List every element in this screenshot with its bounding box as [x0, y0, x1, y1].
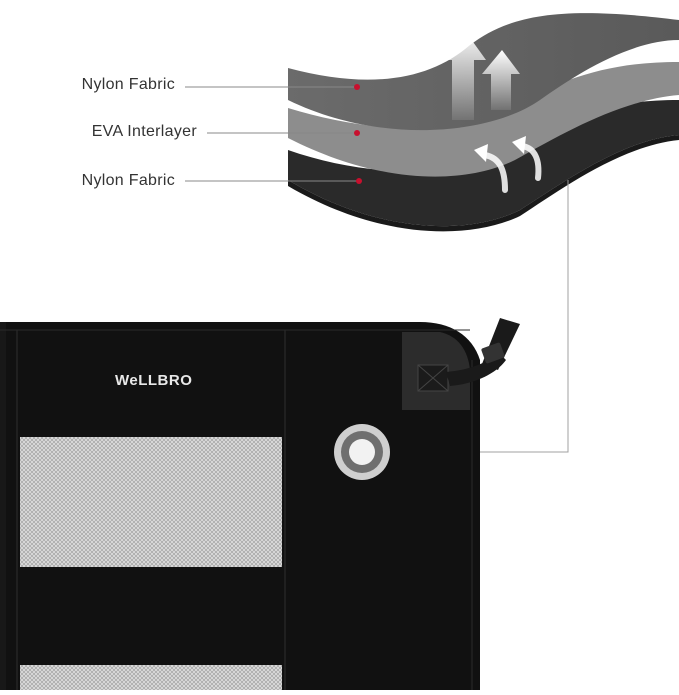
layer-label-top: Nylon Fabric — [81, 76, 175, 93]
label-leader-lines — [185, 86, 358, 182]
layer-label-middle: EVA Interlayer — [91, 123, 197, 140]
mesh-window — [20, 665, 282, 695]
label-dots — [354, 84, 362, 184]
grommet-icon — [334, 424, 390, 480]
top-nylon-layer — [288, 13, 679, 131]
layer-label-bottom: Nylon Fabric — [81, 172, 175, 189]
strap-buckle-icon — [446, 318, 520, 386]
mesh-window — [20, 437, 282, 567]
brand-logo: WeLLBRO — [115, 372, 193, 389]
corner-reinforcement — [402, 332, 470, 410]
upward-airflow-arrow-icon — [440, 28, 520, 120]
curved-airflow-arrow-icon — [474, 136, 542, 193]
